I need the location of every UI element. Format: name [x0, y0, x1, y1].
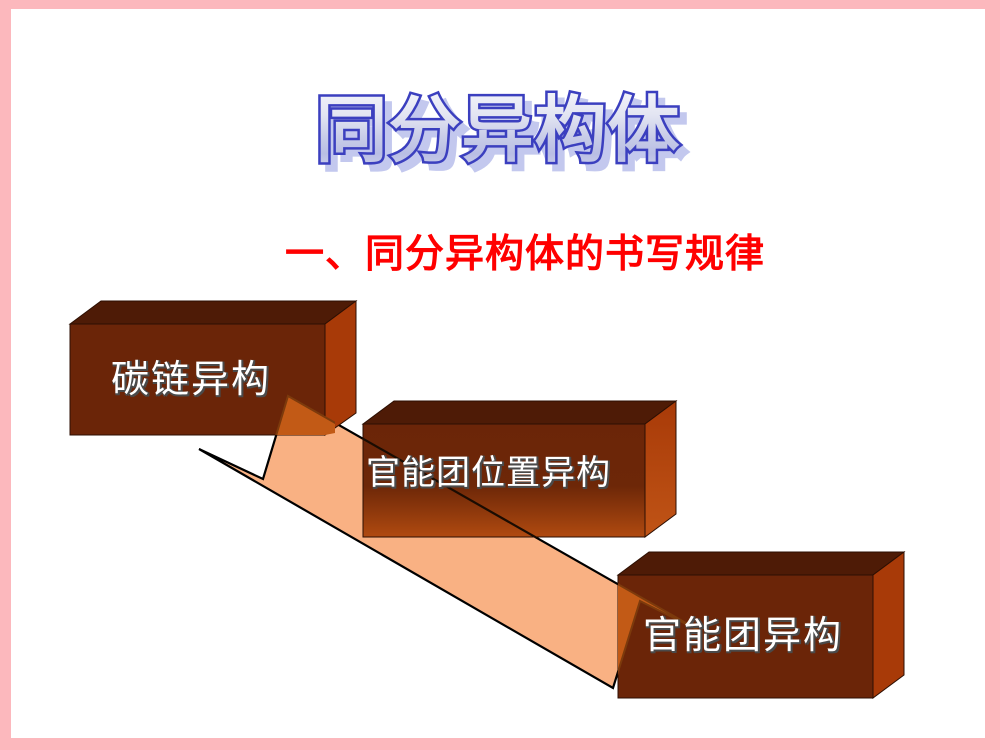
- box-carbon-chain[interactable]: [68, 300, 700, 688]
- diagram-svg: [68, 300, 906, 699]
- isomer-diagram: [11, 9, 985, 738]
- box-functional-group[interactable]: [199, 396, 906, 699]
- section-heading: 一、同分异构体的书写规律: [284, 232, 765, 277]
- slide-canvas: 碳链异构 官能团位置异构 官能团异构 同分异构体 同分异构体 同分异构体 一、同…: [11, 9, 985, 738]
